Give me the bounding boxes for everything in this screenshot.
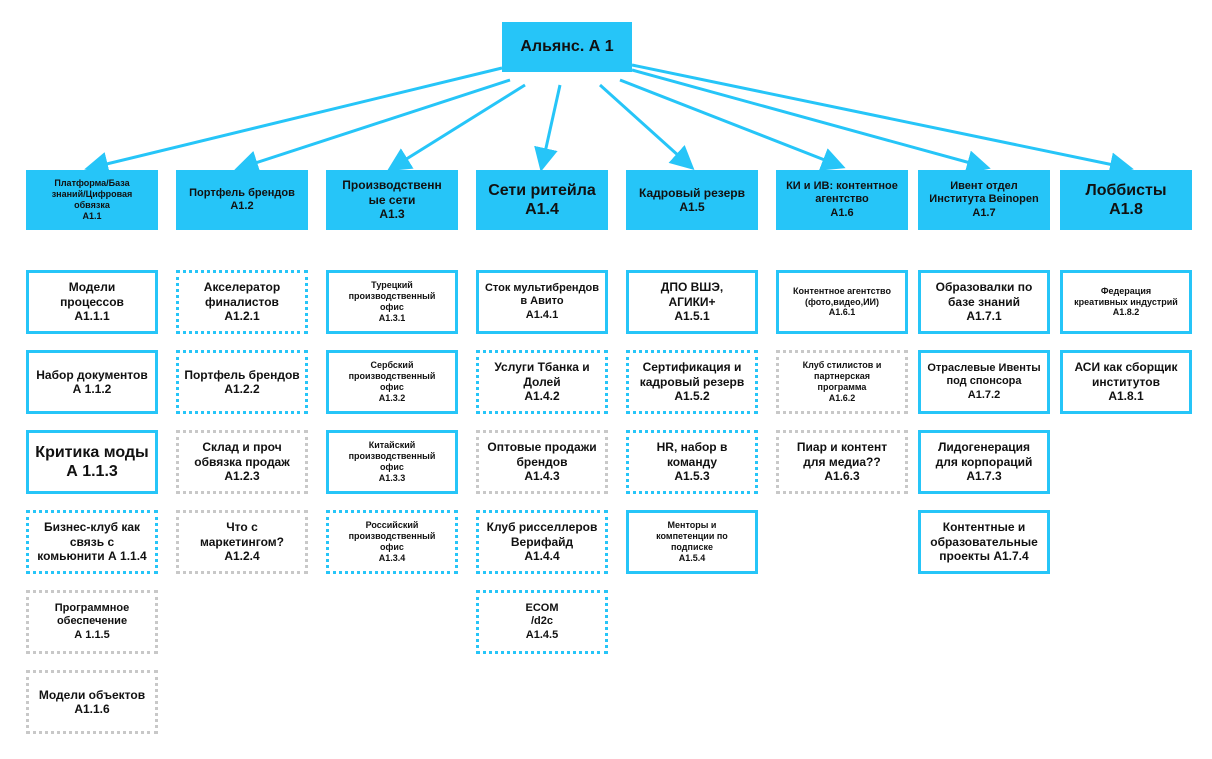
node-card[interactable]: Контентное агентство (фото,видео,ИИ) A1.… [776, 270, 908, 334]
node-card[interactable]: Китайский производственный офис A1.3.3 [326, 430, 458, 494]
node-card[interactable]: Сербский производственный офис A1.3.2 [326, 350, 458, 414]
branch-header-a1-3[interactable]: Производственн ые сети A1.3 [326, 170, 458, 230]
node-card[interactable]: Склад и проч обвязка продаж A1.2.3 [176, 430, 308, 494]
root-node[interactable]: Альянс. А 1 [502, 22, 632, 72]
node-card[interactable]: Отраслевые Ивенты под спонсора A1.7.2 [918, 350, 1050, 414]
node-card[interactable]: Российский производственный офис A1.3.4 [326, 510, 458, 574]
node-card[interactable]: Контентные и образовательные проекты A1.… [918, 510, 1050, 574]
node-card[interactable]: Услуги Тбанка и Долей A1.4.2 [476, 350, 608, 414]
node-card[interactable]: Портфель брендов A1.2.2 [176, 350, 308, 414]
branch-header-a1-5[interactable]: Кадровый резерв A1.5 [626, 170, 758, 230]
branch-header-a1-6[interactable]: КИ и ИВ: контентное агентство A1.6 [776, 170, 908, 230]
arrow-to-a1-1 [84, 66, 503, 176]
root-label: Альянс. А 1 [520, 38, 614, 56]
node-card[interactable]: Менторы и компетенции по подписке A1.5.4 [626, 510, 758, 574]
arrow-to-a1-5 [598, 83, 695, 171]
branch-header-a1-2[interactable]: Портфель брендов A1.2 [176, 170, 308, 230]
node-card[interactable]: Критика моды А 1.1.3 [26, 430, 158, 494]
branch-header-a1-4[interactable]: Сети ритейла A1.4 [476, 170, 608, 230]
node-card[interactable]: ДПО ВШЭ, АГИКИ+ A1.5.1 [626, 270, 758, 334]
node-card[interactable]: Лидогенерация для корпораций A1.7.3 [918, 430, 1050, 494]
arrow-to-a1-2 [234, 78, 511, 174]
arrow-to-a1-6 [619, 78, 846, 171]
node-card[interactable]: Что с маркетингом? A1.2.4 [176, 510, 308, 574]
node-card[interactable]: Пиар и контент для медиа?? A1.6.3 [776, 430, 908, 494]
node-card[interactable]: HR, набор в команду A1.5.3 [626, 430, 758, 494]
node-card[interactable]: Оптовые продажи брендов A1.4.3 [476, 430, 608, 494]
node-card[interactable]: Бизнес-клуб как связь с комьюнити А 1.1.… [26, 510, 158, 574]
node-card[interactable]: Программное обеспечение А 1.1.5 [26, 590, 158, 654]
node-card[interactable]: Модели объектов А1.1.6 [26, 670, 158, 734]
node-card[interactable]: ECOM /d2c A1.4.5 [476, 590, 608, 654]
node-card[interactable]: Сток мультибрендов в Авито A1.4.1 [476, 270, 608, 334]
node-card[interactable]: Образовалки по базе знаний A1.7.1 [918, 270, 1050, 334]
node-card[interactable]: Сертификация и кадровый резерв A1.5.2 [626, 350, 758, 414]
arrow-to-a1-7 [631, 68, 991, 174]
arrow-to-a1-3 [386, 83, 526, 172]
node-card[interactable]: Модели процессов A1.1.1 [26, 270, 158, 334]
node-card[interactable]: Набор документов А 1.1.2 [26, 350, 158, 414]
node-card[interactable]: Турецкий производственный офис A1.3.1 [326, 270, 458, 334]
branch-header-a1-7[interactable]: Ивент отдел Института Beinopen A1.7 [918, 170, 1050, 230]
node-card[interactable]: Клуб стилистов и партнерская программа A… [776, 350, 908, 414]
branch-header-a1-1[interactable]: Платформа/База знаний/Цифровая обвязка A… [26, 170, 158, 230]
branch-header-a1-8[interactable]: Лоббисты A1.8 [1060, 170, 1192, 230]
node-card[interactable]: Клуб рисселлеров Верифайд A1.4.4 [476, 510, 608, 574]
node-card[interactable]: Федерация креативных индустрий A1.8.2 [1060, 270, 1192, 334]
arrow-to-a1-4 [534, 84, 562, 172]
node-card[interactable]: АСИ как сборщик институтов A1.8.1 [1060, 350, 1192, 414]
node-card[interactable]: Акселератор финалистов A1.2.1 [176, 270, 308, 334]
arrow-to-a1-8 [631, 63, 1134, 177]
